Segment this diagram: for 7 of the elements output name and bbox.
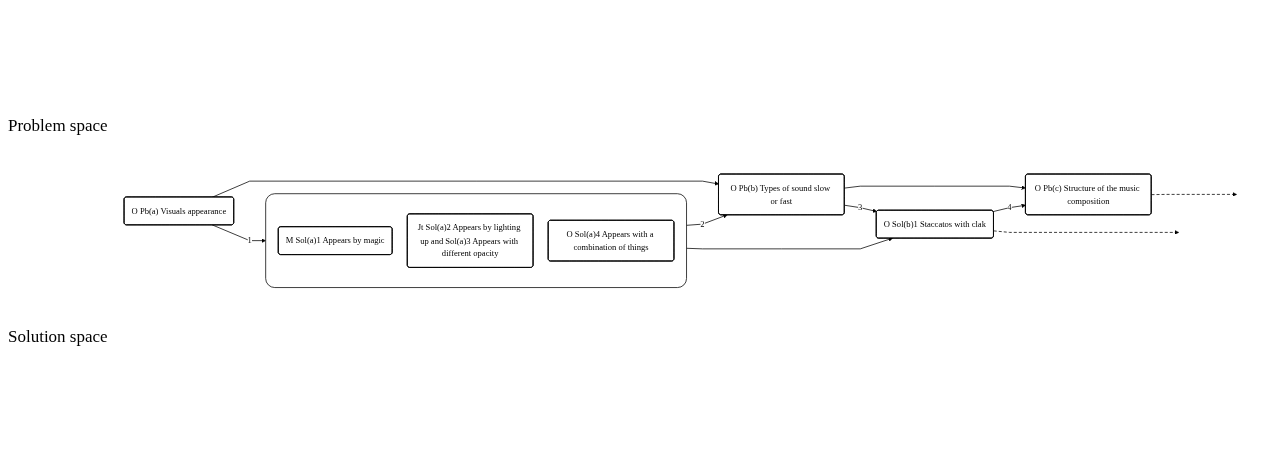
- row-label: Problem space: [8, 115, 109, 136]
- edge-label: 2: [700, 219, 705, 230]
- edge-label: 1: [247, 235, 252, 246]
- edge-label: 4: [1007, 202, 1012, 213]
- edge-label: 3: [858, 202, 863, 213]
- row-label: Solution space: [8, 326, 109, 347]
- cluster: [265, 193, 687, 289]
